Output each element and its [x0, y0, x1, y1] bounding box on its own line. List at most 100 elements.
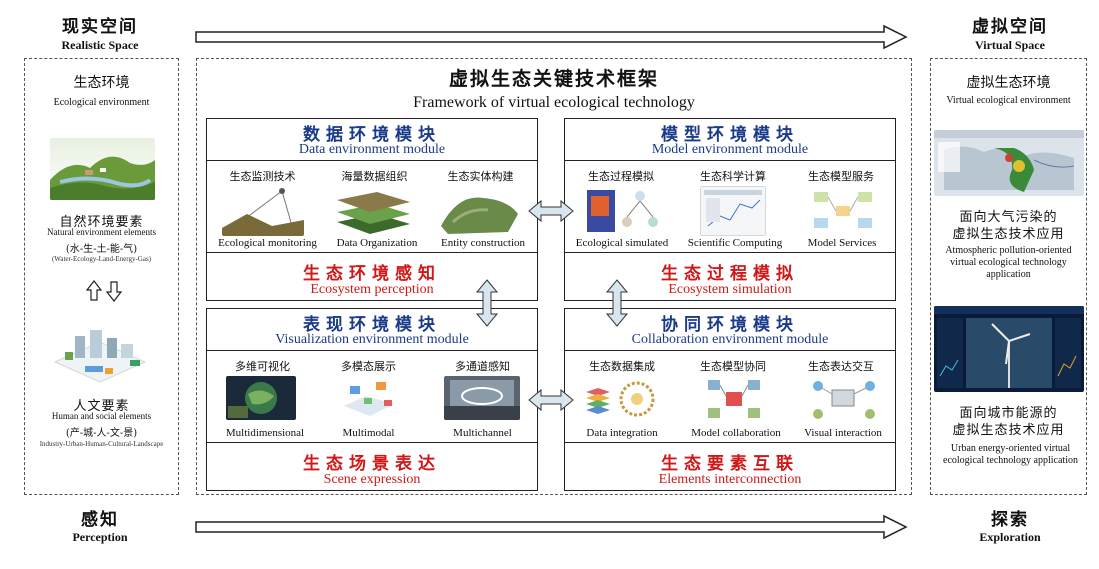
right-top-title-cn: 虚拟空间	[972, 17, 1048, 37]
top-flow-arrow	[195, 24, 908, 50]
vertical-arrow-left-icon	[475, 279, 499, 327]
model-module-header	[564, 118, 896, 161]
bottom-flow-arrow	[195, 514, 908, 540]
right-top-title-en: Virtual Space	[975, 38, 1045, 52]
app2-title-cn-2: 虚拟生态技术应用	[952, 423, 1065, 438]
model-module-divider	[564, 252, 896, 253]
collab-output-cn: 生态要素互联	[661, 454, 799, 474]
data-output-en: Ecosystem perception	[310, 282, 434, 297]
visualization-module-title-cn: 表现环境模块	[303, 315, 441, 335]
data-module-header	[206, 118, 538, 161]
left-bottom-title-cn: 感知	[81, 510, 119, 530]
data-item-1-cn: 生态监测技术	[229, 170, 296, 183]
right-panel	[930, 58, 1087, 495]
multimodal-image	[336, 376, 402, 420]
collab-item-1-en: Data integration	[586, 427, 658, 439]
right-bottom-title-en: Exploration	[979, 530, 1041, 544]
framework-title-cn: 虚拟生态关键技术框架	[448, 68, 659, 90]
model-module-title-en: Model environment module	[651, 142, 809, 157]
collab-item-2-cn: 生态模型协同	[700, 360, 766, 373]
atmospheric-map-image	[934, 130, 1084, 196]
left-panel-title-cn: 生态环境	[73, 75, 130, 91]
right-panel-title-cn: 虚拟生态环境	[966, 75, 1051, 91]
app1-title-en: Atmospheric pollution-oriented virtual e…	[945, 245, 1072, 280]
left-top-title-en: Realistic Space	[61, 38, 139, 52]
entity-construction-image	[438, 186, 520, 236]
collab-item-2-en: Model collaboration	[691, 427, 781, 439]
vis-item-3-en: Multichannel	[453, 427, 512, 439]
multidimensional-image	[226, 376, 296, 420]
horizontal-arrow-top-icon	[528, 199, 574, 223]
multichannel-image	[444, 376, 520, 420]
human-elements-en: Human and social elements	[51, 411, 152, 421]
model-collaboration-image	[702, 376, 766, 422]
data-module-divider	[206, 252, 538, 253]
app1-title-cn-1: 面向大气污染的	[959, 210, 1058, 225]
data-integration-image	[582, 376, 662, 422]
data-item-3-cn: 生态实体构建	[447, 170, 514, 183]
natural-elements-en: Natural environment elements	[47, 227, 156, 237]
app2-title-en: Urban energy-oriented virtual ecological…	[943, 443, 1078, 466]
framework-panel	[196, 58, 912, 495]
model-item-3-en: Model Services	[807, 237, 877, 249]
framework-title-en: Framework of virtual ecological technolo…	[413, 94, 695, 111]
natural-elements-sub-cn: (水-生-土-能-气)	[65, 244, 138, 255]
model-item-2-en: Scientific Computing	[687, 237, 783, 249]
vertical-arrow-right-icon	[605, 279, 629, 327]
urban-energy-dashboard-image	[934, 306, 1084, 392]
data-module-title-cn: 数据环境模块	[303, 125, 441, 145]
natural-elements-sub-en: (Water-Ecology-Land-Energy-Gas)	[51, 255, 152, 263]
vis-item-1-cn: 多维可视化	[235, 360, 290, 373]
visualization-module-header	[206, 308, 538, 351]
data-item-2-en: Data Organization	[336, 237, 418, 249]
natural-elements-cn: 自然环境要素	[59, 215, 144, 230]
model-output-cn: 生态过程模拟	[661, 264, 799, 284]
collaboration-module-title-cn: 协同环境模块	[661, 315, 799, 335]
left-panel	[24, 58, 179, 495]
data-item-1-en: Ecological monitoring	[218, 237, 317, 249]
natural-landscape-image	[50, 138, 155, 200]
collab-item-3-en: Visual interaction	[804, 427, 882, 439]
human-elements-sub-en: Industry-Urban-Human-Cultural-Landscape	[39, 440, 164, 448]
visualization-module-divider	[206, 442, 538, 443]
right-panel-title-en: Virtual ecological environment	[946, 95, 1071, 106]
app1-title-cn-2: 虚拟生态技术应用	[952, 227, 1065, 242]
collab-item-3-cn: 生态表达交互	[808, 360, 874, 373]
model-module-title-cn: 模型环境模块	[661, 125, 799, 145]
vis-output-cn: 生态场景表达	[303, 454, 441, 474]
model-item-2-cn: 生态科学计算	[700, 170, 766, 183]
vis-item-3-cn: 多通道感知	[455, 360, 510, 373]
visualization-module-title-en: Visualization environment module	[275, 332, 469, 347]
data-organization-image	[332, 186, 414, 236]
visual-interaction-image	[808, 376, 880, 422]
collab-item-1-cn: 生态数据集成	[589, 360, 655, 373]
collab-output-en: Elements interconnection	[658, 472, 802, 487]
model-output-en: Ecosystem simulation	[668, 282, 792, 297]
urban-city-image	[45, 322, 155, 384]
data-output-cn: 生态环境感知	[303, 264, 441, 284]
human-elements-cn: 人文要素	[73, 399, 130, 414]
collaboration-module-divider	[564, 442, 896, 443]
app2-title-cn-1: 面向城市能源的	[959, 406, 1058, 421]
model-services-image	[806, 186, 880, 236]
vis-item-2-cn: 多模态展示	[341, 360, 396, 373]
human-elements-sub-cn: (产-城-人-文-景)	[65, 428, 138, 439]
left-bottom-title-en: Perception	[72, 530, 128, 544]
model-item-1-en: Ecological simulated	[575, 237, 669, 249]
model-item-3-cn: 生态模型服务	[808, 170, 874, 183]
vis-item-2-en: Multimodal	[342, 427, 395, 439]
right-bottom-title-cn: 探索	[991, 510, 1029, 530]
data-item-3-en: Entity construction	[440, 237, 525, 249]
horizontal-arrow-bottom-icon	[528, 388, 574, 412]
vis-output-en: Scene expression	[323, 472, 421, 487]
monitoring-image	[222, 186, 304, 236]
left-panel-title-en: Ecological environment	[53, 97, 150, 108]
scientific-computing-image	[700, 186, 766, 236]
ecological-simulation-image	[585, 186, 663, 236]
vis-item-1-en: Multidimensional	[225, 427, 305, 439]
left-top-title-cn: 现实空间	[62, 17, 138, 37]
up-down-arrows-icon	[85, 280, 123, 302]
data-item-2-cn: 海量数据组织	[341, 170, 408, 183]
data-module-title-en: Data environment module	[298, 142, 446, 157]
collaboration-module-header	[564, 308, 896, 351]
